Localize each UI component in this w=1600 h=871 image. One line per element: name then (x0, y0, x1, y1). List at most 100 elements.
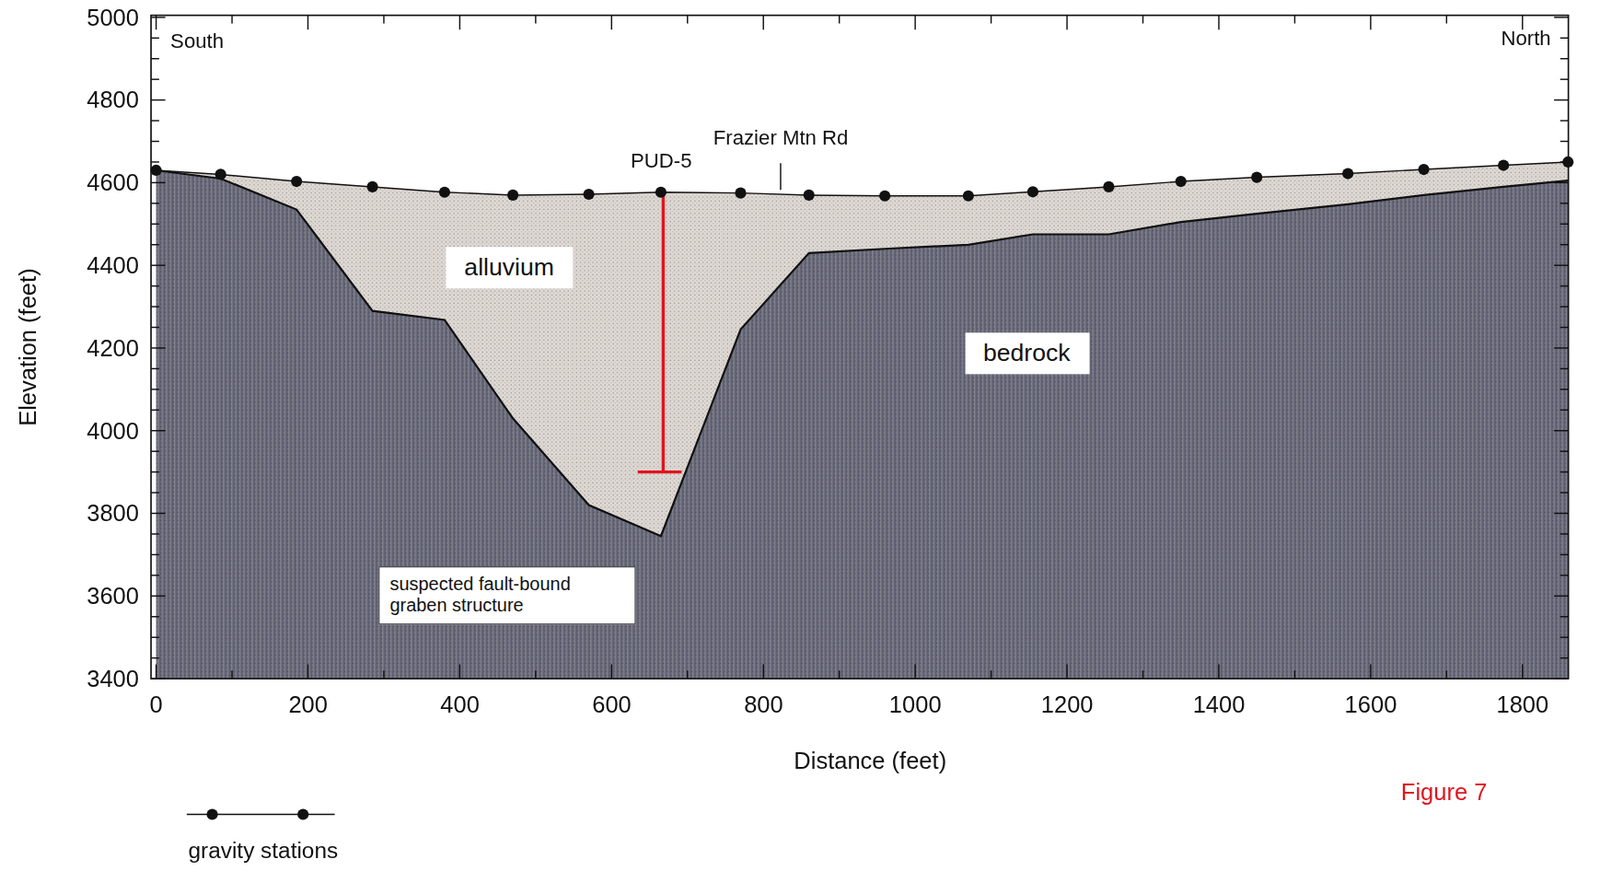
y-tick (1553, 347, 1569, 348)
x-tick (914, 15, 916, 31)
axis-tick-label: 4400 (86, 252, 140, 279)
y-tick (150, 409, 160, 411)
y-tick (150, 368, 160, 370)
axis-tick-label: 4200 (86, 335, 140, 362)
y-tick (1560, 140, 1569, 142)
axis-tick-label: 3800 (86, 499, 140, 527)
axis-title: Distance (feet) (793, 746, 947, 774)
x-tick (382, 670, 384, 679)
x-tick (459, 664, 461, 680)
y-tick (150, 16, 166, 18)
x-tick (1142, 670, 1144, 679)
axis-tick-label: 1000 (889, 690, 942, 718)
gravity-station (215, 168, 227, 180)
x-tick (611, 15, 613, 31)
y-tick (150, 554, 160, 556)
axis-tick-label: 4600 (86, 169, 140, 197)
x-tick (1142, 15, 1144, 24)
y-tick (150, 140, 160, 142)
gravity-station (1342, 167, 1354, 179)
y-tick (1560, 491, 1569, 493)
y-tick (1560, 409, 1569, 411)
y-tick (1560, 78, 1569, 80)
x-tick (990, 670, 992, 679)
node-text: alluvium (463, 252, 555, 282)
y-tick (1553, 429, 1569, 431)
axis-tick-label: 4000 (86, 417, 140, 444)
node-text: bedrock (983, 337, 1071, 368)
x-tick (155, 15, 157, 31)
axis-tick-label: 400 (440, 690, 480, 718)
well-line (661, 192, 665, 473)
legend-label: gravity stations (188, 836, 339, 863)
y-tick (150, 264, 166, 266)
axis-tick-label: 1600 (1344, 690, 1398, 718)
y-tick (1560, 657, 1569, 659)
y-tick (1560, 285, 1569, 287)
figure-number: Figure 7 (1401, 778, 1488, 806)
y-tick (150, 450, 160, 452)
axis-tick-label: 3400 (86, 665, 140, 693)
gravity-station (1417, 163, 1429, 175)
axis-tick-label: 800 (743, 690, 784, 718)
x-tick (1521, 664, 1523, 680)
x-tick (1369, 664, 1371, 680)
y-tick (150, 119, 160, 121)
x-tick (686, 670, 688, 679)
y-tick (150, 161, 160, 163)
y-tick (150, 57, 160, 59)
y-tick (1560, 223, 1569, 225)
axis-title: Elevation (feet) (13, 267, 41, 426)
gravity-station (962, 190, 974, 202)
y-tick (1560, 326, 1569, 328)
y-tick (1560, 533, 1569, 534)
gravity-station (290, 175, 302, 187)
legend-dot (206, 808, 218, 820)
y-tick (150, 182, 166, 184)
y-tick (150, 636, 160, 638)
y-tick (1553, 182, 1569, 184)
y-tick (1553, 264, 1569, 266)
x-tick (611, 664, 613, 680)
x-tick (838, 670, 840, 679)
y-tick (150, 305, 160, 307)
y-tick (1560, 57, 1569, 59)
y-tick (150, 491, 160, 493)
axis-tick-label: 1400 (1193, 690, 1246, 718)
legend-dot (297, 808, 309, 820)
gravity-station (507, 189, 519, 201)
x-tick (307, 15, 309, 31)
y-tick (150, 512, 166, 514)
gravity-station (1562, 156, 1574, 168)
unit-label-box: alluvium (445, 246, 572, 289)
x-tick (382, 15, 384, 24)
y-tick (1553, 512, 1569, 514)
x-tick (763, 664, 765, 680)
y-tick (150, 533, 160, 534)
y-tick (150, 657, 160, 659)
well-bottom (637, 470, 683, 474)
y-tick (1560, 554, 1569, 556)
y-tick (150, 615, 160, 617)
gravity-station (803, 189, 815, 201)
bedrock-contact (156, 170, 1569, 536)
y-tick (150, 429, 166, 431)
x-tick (1217, 664, 1219, 680)
y-tick (150, 326, 160, 328)
y-tick (1560, 450, 1569, 452)
y-tick (150, 223, 160, 225)
x-tick (686, 15, 688, 24)
y-tick (1560, 574, 1569, 576)
alluvium-fill (156, 162, 1569, 536)
y-tick (1560, 305, 1569, 307)
x-tick (534, 670, 536, 679)
gravity-station (582, 188, 594, 200)
axis-tick-label: 0 (149, 690, 163, 718)
direction-label: North (1500, 25, 1551, 49)
y-tick (150, 471, 160, 473)
y-tick (150, 574, 160, 576)
x-tick (1294, 15, 1296, 24)
gravity-station (655, 186, 667, 198)
y-tick (1560, 615, 1569, 617)
road-name: Frazier Mtn Rd (713, 126, 849, 150)
